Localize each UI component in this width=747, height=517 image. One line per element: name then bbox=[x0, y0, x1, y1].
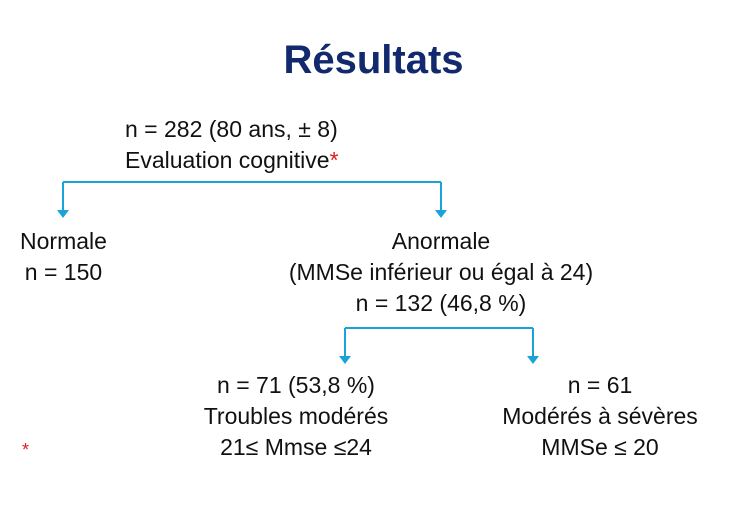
normale-count: n = 150 bbox=[24, 259, 103, 285]
footnote-asterisk: * bbox=[22, 440, 30, 460]
severes-label: Modérés à sévères bbox=[502, 403, 698, 429]
moderes-label: Troubles modérés bbox=[203, 403, 389, 429]
severes-range: MMSe ≤ 20 bbox=[541, 434, 659, 460]
root-label-text: Evaluation cognitive bbox=[125, 147, 330, 173]
severes-node: n = 61 Modérés à sévères MMSe ≤ 20 bbox=[468, 370, 732, 463]
normale-label: Normale bbox=[20, 228, 107, 254]
anormale-label: Anormale bbox=[391, 228, 491, 254]
normale-node: Normale n = 150 bbox=[0, 226, 127, 288]
anormale-count: n = 132 (46,8 %) bbox=[355, 290, 527, 316]
root-node: n = 282 (80 ans, ± 8) Evaluation cogniti… bbox=[125, 114, 339, 176]
root-count: n = 282 (80 ans, ± 8) bbox=[125, 116, 338, 142]
anormale-node: Anormale (MMSe inférieur ou égal à 24) n… bbox=[241, 226, 641, 319]
moderes-node: n = 71 (53,8 %) Troubles modérés 21≤ Mms… bbox=[166, 370, 426, 463]
moderes-count: n = 71 (53,8 %) bbox=[217, 372, 375, 398]
arrow-moderes-icon bbox=[339, 356, 351, 364]
root-label: Evaluation cognitive* bbox=[125, 145, 339, 176]
moderes-range: 21≤ Mmse ≤24 bbox=[220, 434, 372, 460]
anormale-criterion: (MMSe inférieur ou égal à 24) bbox=[288, 259, 594, 285]
page-title: Résultats bbox=[283, 38, 464, 82]
severes-count: n = 61 bbox=[567, 372, 633, 398]
arrow-anormale-icon bbox=[435, 210, 447, 218]
arrow-severes-icon bbox=[527, 356, 539, 364]
root-asterisk: * bbox=[329, 147, 339, 173]
arrow-normale-icon bbox=[57, 210, 69, 218]
